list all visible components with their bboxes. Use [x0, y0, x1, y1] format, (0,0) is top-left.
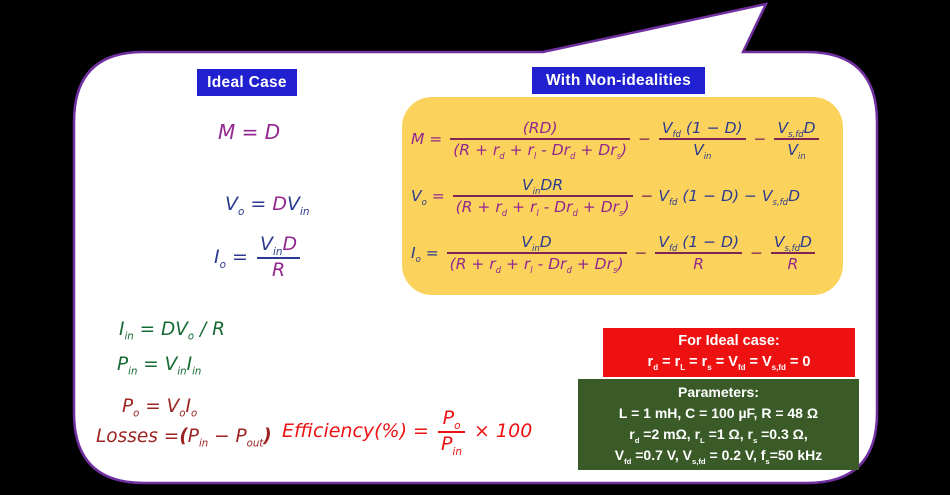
- equation-gain-nonideal: M = (RD)(R + rd + rl - Drd + Drs) − Vfd …: [404, 119, 841, 161]
- equation-gain-ideal: M = D: [218, 120, 281, 144]
- parameters-line-3: Vfd =0.7 V, Vs,fd = 0.2 V, fs=50 kHz: [614, 447, 823, 466]
- equation-iin: Iin = DVo / R: [119, 319, 225, 343]
- equation-pin: Pin = VinIin: [117, 354, 202, 378]
- parameters-title: Parameters:: [678, 384, 759, 400]
- parameters-line-2: rd =2 mΩ, rL =1 Ω, rs =0.3 Ω,: [629, 426, 808, 445]
- non-idealities-header: With Non-idealities: [532, 67, 705, 94]
- parameters-box: Parameters: L = 1 mH, C = 100 µF, R = 48…: [578, 379, 859, 470]
- ideal-case-conditions-title: For Ideal case:: [678, 333, 780, 349]
- equation-losses: Losses =(Pin − Pout): [96, 426, 272, 450]
- parameters-line-1: L = 1 mH, C = 100 µF, R = 48 Ω: [618, 405, 819, 421]
- ideal-case-header: Ideal Case: [197, 69, 297, 96]
- equation-pout: Po = VoIo: [122, 396, 198, 420]
- non-ideal-equations-panel: M = (RD)(R + rd + rl - Drd + Drs) − Vfd …: [402, 97, 843, 295]
- ideal-case-conditions-box: For Ideal case: rd = rL = rs = Vfd = Vs,…: [603, 328, 855, 378]
- ideal-case-conditions-line: rd = rL = rs = Vfd = Vs,fd = 0: [647, 354, 811, 372]
